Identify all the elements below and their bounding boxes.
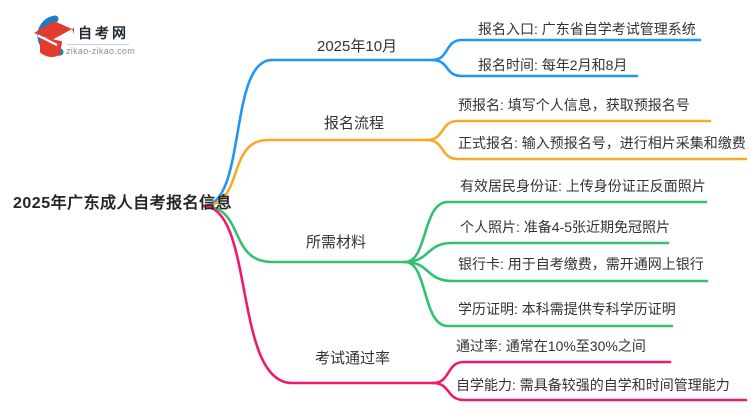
branch-node-materials: 所需材料 [306,234,367,251]
connector-branch-date [201,58,434,208]
branch-node-passrate: 考试通过率 [315,350,391,367]
connector-branch-process [201,138,429,208]
connector-leaf-idcard [403,200,708,264]
site-logo[interactable]: 自考网 zikao-zikao.com [24,12,154,60]
site-url: zikao-zikao.com [66,46,136,56]
root-node-label: 2025年广东成人自考报名信息 [13,195,233,212]
leaf-node-entry: 报名入口: 广东省自学考试管理系统 [478,21,696,37]
connector-branch-materials [201,204,407,264]
connector-leaf-diploma [403,260,674,328]
leaf-node-formal: 正式报名: 输入预报名号，进行相片采集和缴费 [458,135,746,151]
leaf-node-diploma: 学历证明: 本科需提供专科学历证明 [458,301,676,317]
site-name: 自考网 [78,25,129,41]
connector-leaf-formal [425,138,748,161]
branch-node-date: 2025年10月 [317,38,398,55]
leaf-node-photo: 个人照片: 准备4-5张近期免冠照片 [460,219,671,235]
connector-branch-passrate [201,204,435,385]
graduation-cap-icon [34,15,74,58]
leaf-node-preregister: 预报名: 填写个人信息，获取预报名号 [458,97,690,113]
leaf-node-rate: 通过率: 通常在10%至30%之间 [456,338,646,354]
leaf-node-bankcard: 银行卡: 用于自考缴费，需开通网上银行 [458,256,704,272]
logo-divider [67,44,129,45]
leaf-node-time: 报名时间: 每年2月和8月 [478,57,628,73]
leaf-node-selfstudy: 自学能力: 需具备较强的自学和时间管理能力 [456,377,730,393]
branch-node-process: 报名流程 [324,115,385,132]
connector-leaf-selfstudy [431,381,748,402]
connector-leaf-bankcard [403,260,709,283]
connector-leaf-time [430,58,639,78]
leaf-node-idcard: 有效居民身份证: 上传身份证正反面照片 [460,178,706,194]
